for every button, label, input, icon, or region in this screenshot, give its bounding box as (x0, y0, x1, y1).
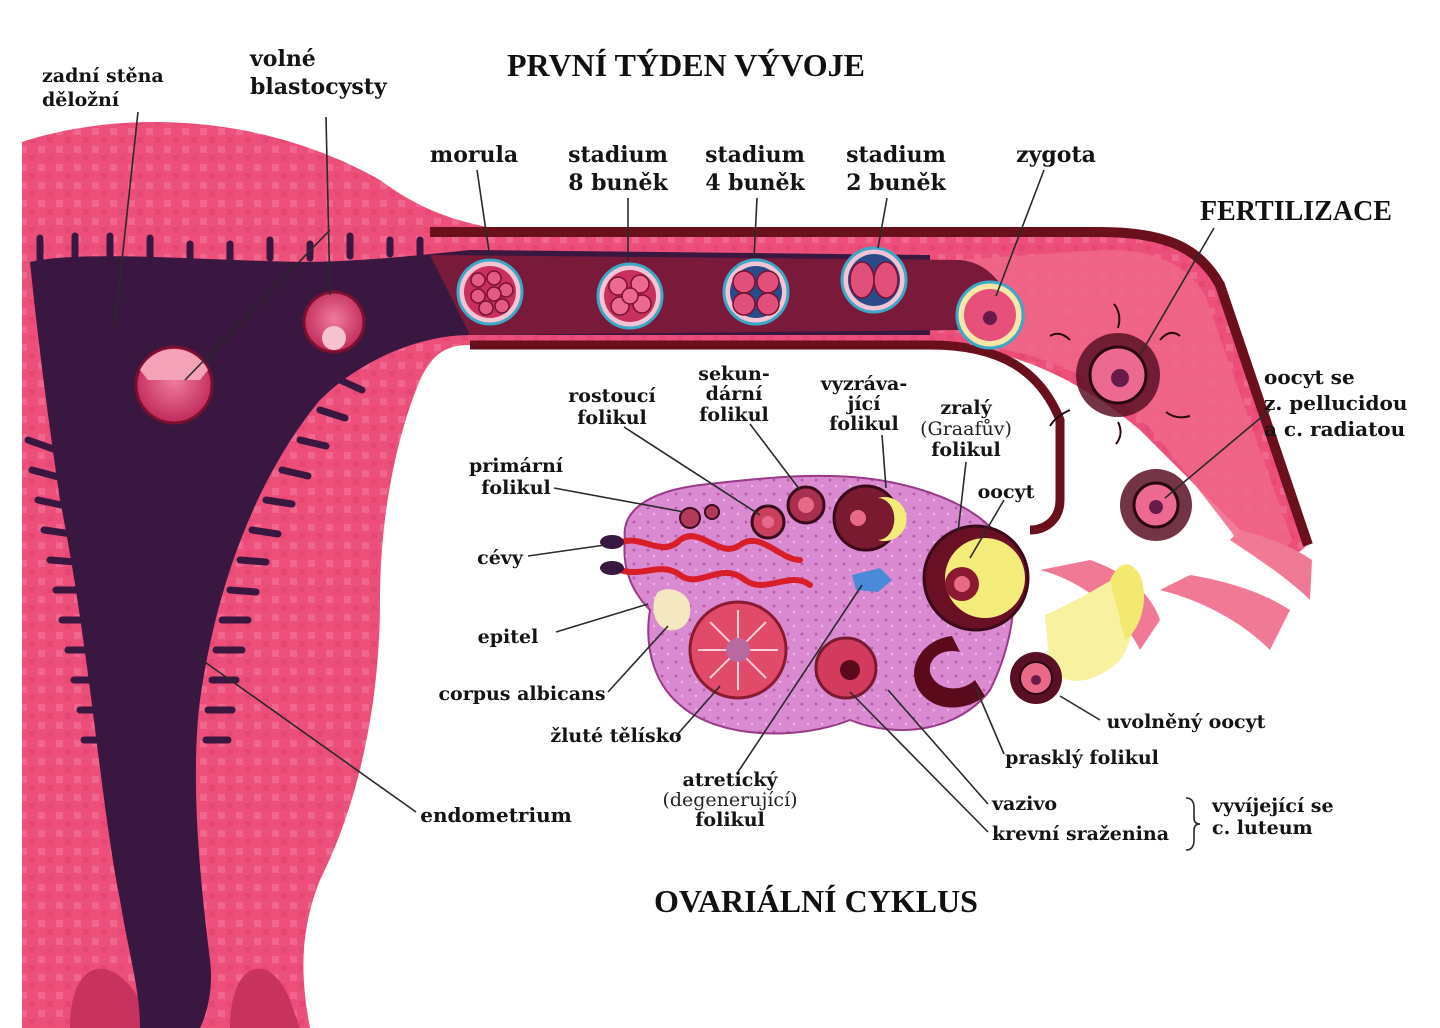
leader-lines (114, 111, 1271, 851)
svg-text:děložní: děložní (42, 89, 120, 111)
svg-text:z. pellucidou: z. pellucidou (1264, 391, 1407, 415)
svg-text:FERTILIZACE: FERTILIZACE (1200, 196, 1392, 227)
label-free-blastocysts: volné blastocysty (249, 46, 388, 100)
endometrial-glands (24, 232, 424, 744)
title-first-week: PRVNÍ TÝDEN VÝVOJE (507, 47, 865, 83)
label-blood-clot: krevní sraženina (992, 823, 1169, 845)
label-ruptured-follicle: prasklý folikul (1005, 747, 1159, 769)
svg-text:8 buněk: 8 buněk (568, 170, 668, 196)
label-secondary-follicle: sekun- dární folikul (698, 363, 769, 426)
label-connective-tissue: vazivo (991, 793, 1057, 815)
svg-text:folikul: folikul (829, 413, 898, 435)
label-maturing-follicle: vyzráva- jící folikul (820, 373, 907, 435)
svg-text:(Graafův): (Graafův) (920, 418, 1012, 440)
svg-text:uvolněný oocyt: uvolněný oocyt (1107, 711, 1266, 733)
label-stage-2: stadium 2 buněk (846, 142, 946, 196)
svg-text:vazivo: vazivo (991, 793, 1057, 815)
svg-text:(degenerující): (degenerující) (662, 789, 797, 811)
tube-wall (430, 227, 1313, 547)
corpus-luteum-shape (688, 600, 788, 700)
svg-text:folikul: folikul (481, 477, 550, 499)
label-primary-follicle: primární folikul (469, 455, 564, 499)
label-developing-cl: vyvíjející se c. luteum (1211, 795, 1334, 839)
follicular-fluid (1045, 564, 1145, 681)
svg-text:cévy: cévy (477, 547, 524, 569)
svg-text:oocyt se: oocyt se (1264, 365, 1355, 389)
label-epithelium: epitel (478, 626, 539, 648)
svg-text:a c. radiatou: a c. radiatou (1264, 417, 1405, 441)
zygote-cell (955, 280, 1025, 350)
svg-text:stadium: stadium (705, 142, 805, 168)
label-stage-8: stadium 8 buněk (568, 142, 668, 196)
svg-text:stadium: stadium (846, 142, 946, 168)
label-stage-4: stadium 4 buněk (705, 142, 805, 196)
label-endometrium: endometrium (420, 803, 572, 827)
label-corpus-luteum: žluté tělísko (550, 725, 681, 747)
svg-text:zadní stěna: zadní stěna (42, 65, 164, 87)
svg-text:rostoucí: rostoucí (568, 385, 656, 407)
morula-cell (456, 258, 524, 326)
label-mature-follicle: zralý (Graafův) folikul (920, 397, 1012, 461)
svg-text:zygota: zygota (1016, 142, 1096, 168)
svg-text:jící: jící (846, 393, 882, 415)
title-fertilization: FERTILIZACE (1200, 196, 1392, 227)
ruptured-follicle-shape (914, 636, 985, 708)
svg-text:prasklý folikul: prasklý folikul (1005, 747, 1159, 769)
svg-text:zralý: zralý (940, 397, 992, 419)
eight-cell-embryo (596, 262, 664, 330)
svg-text:endometrium: endometrium (420, 803, 572, 827)
growing-follicle (750, 504, 786, 540)
label-posterior-wall: zadní stěna děložní (42, 65, 164, 111)
svg-text:2 buněk: 2 buněk (846, 170, 946, 196)
svg-text:folikul: folikul (931, 439, 1000, 461)
corpus-albicans-shape (653, 589, 691, 631)
svg-text:morula: morula (430, 142, 518, 168)
svg-text:folikul: folikul (695, 809, 764, 831)
title-ovarian-cycle: OVARIÁLNÍ CYKLUS (654, 883, 978, 919)
svg-text:vyvíjející se: vyvíjející se (1211, 795, 1334, 817)
svg-text:OVARIÁLNÍ CYKLUS: OVARIÁLNÍ CYKLUS (654, 883, 978, 919)
svg-text:4 buněk: 4 buněk (705, 170, 805, 196)
ovarian-vessels (612, 533, 813, 588)
label-growing-follicle: rostoucí folikul (568, 385, 656, 429)
svg-text:volné: volné (249, 46, 316, 72)
four-cell-embryo (722, 258, 790, 326)
blastocyst-free (134, 345, 214, 425)
label-atretic-follicle: atretický (degenerující) folikul (662, 769, 797, 831)
label-zygote: zygota (1016, 142, 1096, 168)
svg-text:epitel: epitel (478, 626, 539, 648)
label-oocyte: oocyt (978, 481, 1035, 503)
svg-text:primární: primární (469, 455, 564, 477)
blastocyst-early (302, 290, 366, 354)
svg-text:oocyt: oocyt (978, 481, 1035, 503)
developing-cl-shape (814, 636, 878, 700)
graafian-follicle (922, 524, 1030, 632)
released-oocyte-shape (1010, 652, 1062, 704)
svg-text:krevní sraženina: krevní sraženina (992, 823, 1169, 845)
svg-text:blastocysty: blastocysty (250, 74, 388, 100)
svg-text:atretický: atretický (683, 769, 779, 791)
svg-text:corpus albicans: corpus albicans (438, 683, 605, 705)
svg-text:sekun-: sekun- (698, 363, 769, 385)
svg-text:PRVNÍ TÝDEN VÝVOJE: PRVNÍ TÝDEN VÝVOJE (507, 47, 865, 83)
oocyte-with-zona (1120, 469, 1192, 541)
primary-follicles (679, 504, 720, 529)
label-morula: morula (430, 142, 518, 168)
label-corpus-albicans: corpus albicans (438, 683, 605, 705)
maturing-follicle (832, 484, 907, 552)
svg-text:folikul: folikul (699, 404, 768, 426)
two-cell-embryo (840, 246, 908, 314)
svg-text:vyzráva-: vyzráva- (820, 373, 907, 395)
svg-text:dární: dární (706, 383, 763, 405)
svg-text:žluté tělísko: žluté tělísko (550, 725, 681, 747)
svg-text:stadium: stadium (568, 142, 668, 168)
label-oocyte-zona: oocyt se z. pellucidou a c. radiatou (1264, 365, 1407, 441)
secondary-follicle (786, 485, 826, 525)
label-released-oocyte: uvolněný oocyt (1107, 711, 1266, 733)
svg-text:folikul: folikul (577, 407, 646, 429)
label-vessels: cévy (477, 547, 524, 569)
fertilizing-oocyte (1049, 303, 1191, 445)
svg-text:c. luteum: c. luteum (1212, 817, 1313, 839)
